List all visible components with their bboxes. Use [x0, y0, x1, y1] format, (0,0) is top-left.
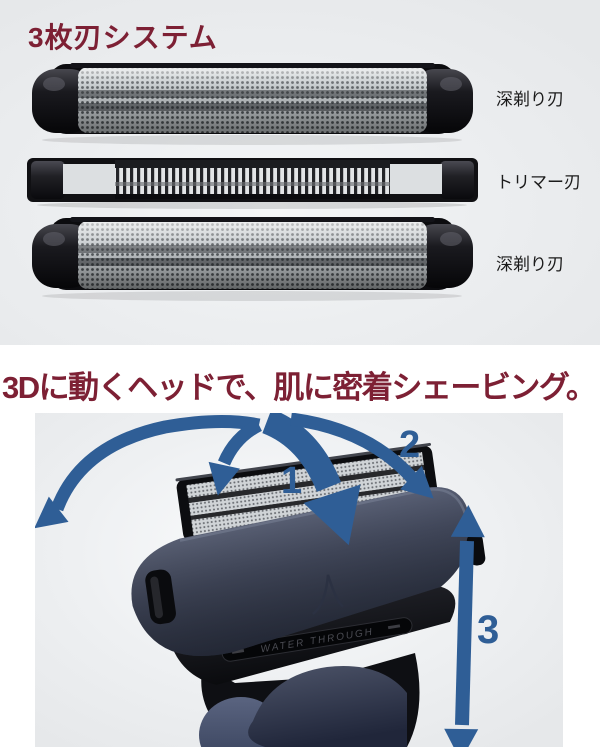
- annotation-number-3: 3: [477, 608, 499, 652]
- shaver-head: WATER THROUGH: [131, 442, 486, 747]
- foil-blade-bottom-image: [32, 217, 473, 301]
- blade-label-trimmer: トリマー刃: [496, 173, 581, 192]
- head-foils: [175, 442, 439, 541]
- shaver-handle: [199, 653, 420, 747]
- foil-blade-top-image: [32, 63, 473, 145]
- right-arc-arrow: [290, 413, 434, 499]
- blade-system-section: 3枚刃システム: [0, 0, 600, 345]
- press-down-arrow: [261, 413, 361, 546]
- water-through-band: WATER THROUGH: [169, 586, 456, 685]
- blade-section-title: 3枚刃システム: [28, 22, 218, 53]
- lamdash-logo-icon: [311, 574, 344, 615]
- 3d-head-illustration: WATER THROUGH: [35, 413, 563, 747]
- blade-label-outer-foil-top: 深剃り刃: [496, 90, 564, 109]
- swing-arc-arrow: [35, 414, 263, 529]
- trimmer-blade-image: [27, 158, 478, 209]
- head-section-title: 3Dに動くヘッドで、肌に密着シェービング。: [2, 370, 597, 405]
- annotation-number-1: 1: [281, 460, 302, 502]
- annotation-number-2: 2: [399, 424, 420, 466]
- 3d-head-svg: WATER THROUGH: [35, 413, 563, 747]
- up-down-arrow: [444, 505, 485, 747]
- motion-arrows: 1 2 3: [35, 413, 499, 747]
- blade-label-outer-foil-bottom: 深剃り刃: [496, 255, 564, 274]
